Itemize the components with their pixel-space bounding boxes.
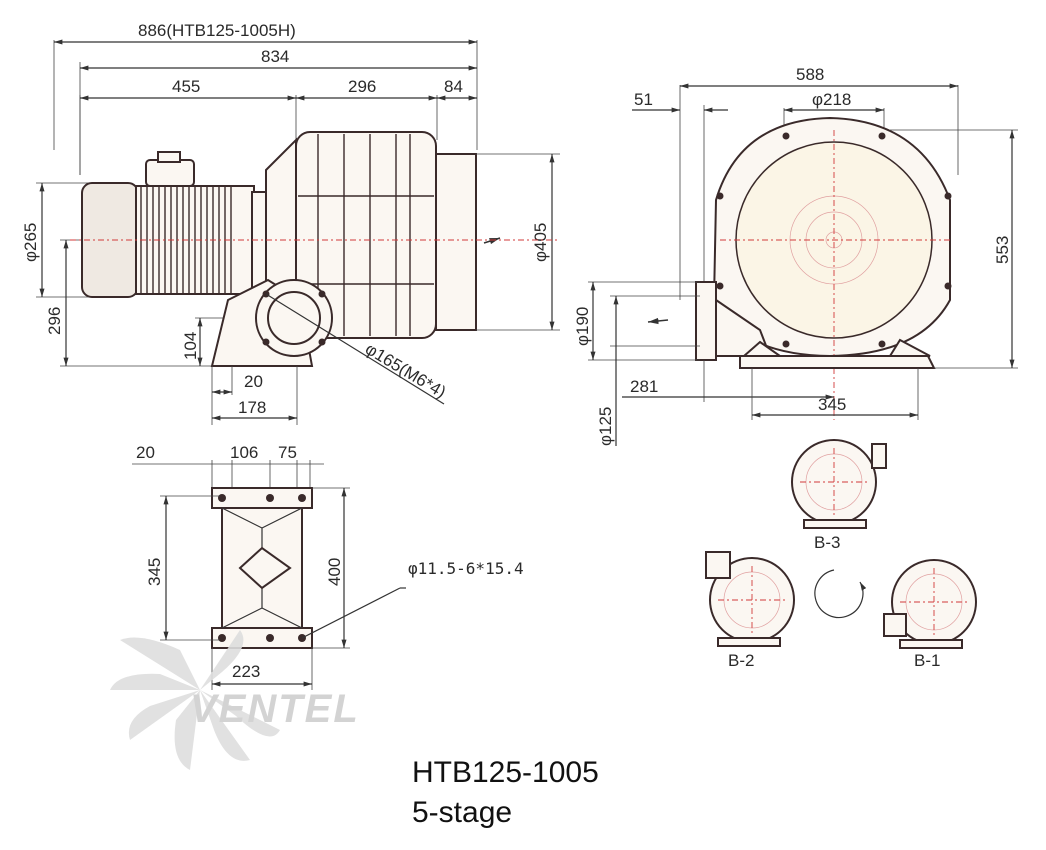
front-view: 588 51 φ218 553 xyxy=(573,65,1018,446)
inlet-opening xyxy=(267,291,321,345)
base-plan-view: 20 106 75 345 400 223 φ11.5-6*15.4 xyxy=(132,443,524,690)
ventel-logo: VENTEL xyxy=(110,630,360,770)
orientation-b2-label: B-2 xyxy=(728,651,754,670)
base-top-rail xyxy=(211,487,313,509)
dim-20: 20 xyxy=(244,372,263,391)
base-dim-223: 223 xyxy=(232,662,260,681)
front-base xyxy=(739,355,936,369)
base-dim-20: 20 xyxy=(136,443,155,462)
dim-104: 104 xyxy=(181,332,200,360)
dim-588: 588 xyxy=(796,65,824,84)
base-dim-106: 106 xyxy=(230,443,258,462)
side-view: 886(HTB125-1005H) 834 455 296 84 φ265 29… xyxy=(21,21,560,425)
outlet-duct xyxy=(435,153,477,331)
base-center-window xyxy=(238,546,292,590)
rotation-arrow xyxy=(814,569,867,619)
dim-phi405: φ405 xyxy=(531,223,550,262)
dim-phi265: φ265 xyxy=(21,223,40,262)
front-inlet-flange xyxy=(695,281,717,361)
base-dim-400: 400 xyxy=(325,558,344,586)
dim-455: 455 xyxy=(172,77,200,96)
dim-553: 553 xyxy=(993,236,1012,264)
logo-text: VENTEL xyxy=(190,687,360,731)
terminal-box xyxy=(145,159,195,187)
base-dim-75: 75 xyxy=(278,443,297,462)
model-caption: HTB125-1005 xyxy=(412,756,599,789)
dim-phi190: φ190 xyxy=(573,307,592,346)
dim-phi125: φ125 xyxy=(596,407,615,446)
dim-281: 281 xyxy=(630,377,658,396)
dim-834: 834 xyxy=(261,47,289,66)
dim-178: 178 xyxy=(238,398,266,417)
orientation-b1-label: B-1 xyxy=(914,651,940,670)
base-bottom-rail xyxy=(211,627,313,649)
orientation-b2: B-2 xyxy=(705,551,795,670)
dim-overall-length: 886(HTB125-1005H) xyxy=(138,21,296,40)
orientation-b1: B-1 xyxy=(883,559,977,670)
orientation-b3-label: B-3 xyxy=(814,533,840,552)
terminal-cap xyxy=(157,151,181,163)
dim-345: 345 xyxy=(818,395,846,414)
dim-84: 84 xyxy=(444,77,463,96)
dim-296-vertical: 296 xyxy=(45,307,64,335)
base-dim-345: 345 xyxy=(145,558,164,586)
stage-caption: 5-stage xyxy=(412,796,513,829)
dim-phi218: φ218 xyxy=(812,90,851,109)
base-hole-spec: φ11.5-6*15.4 xyxy=(408,559,524,578)
dim-296: 296 xyxy=(348,77,376,96)
fan-blades-graphic xyxy=(110,630,280,770)
dim-51: 51 xyxy=(634,90,653,109)
orientation-b3: B-3 xyxy=(791,439,887,552)
dim-flange: φ165(M6*4) xyxy=(362,339,449,402)
